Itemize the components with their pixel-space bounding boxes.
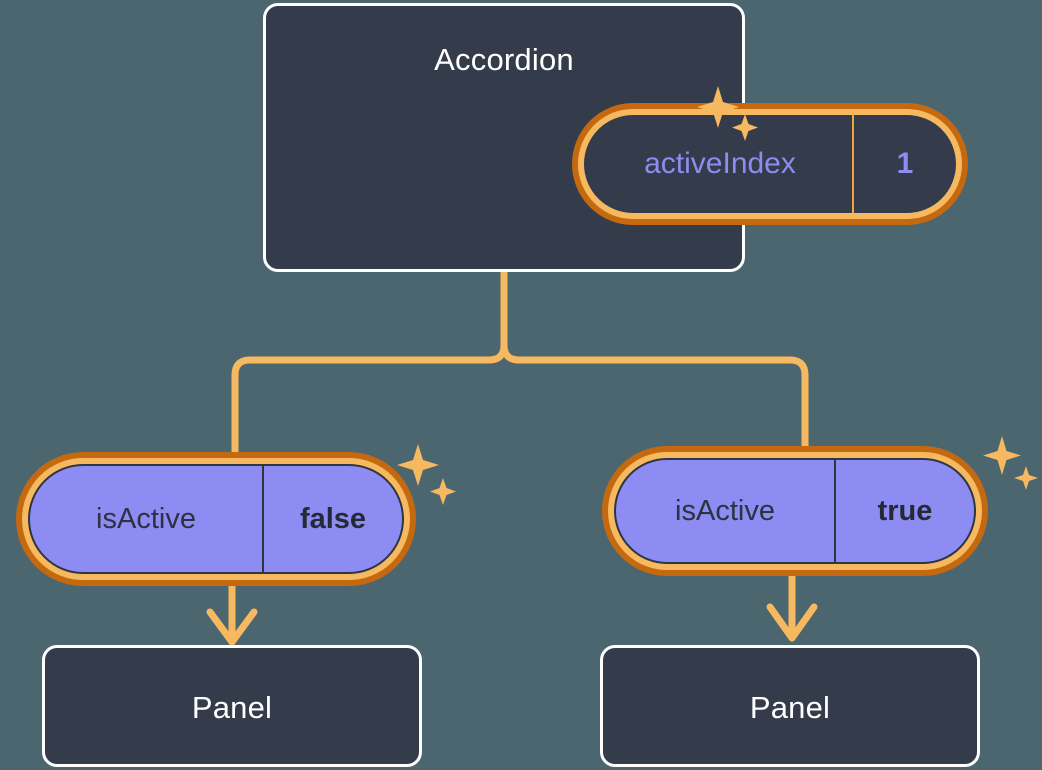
sparkles-icon: [397, 444, 456, 505]
panel-title-right: Panel: [749, 690, 831, 725]
panel-component-box-left[interactable]: Panel: [42, 645, 422, 767]
state-pill-activeindex[interactable]: activeIndex 1: [572, 103, 968, 225]
accordion-component-box[interactable]: Accordion activeIndex 1: [263, 3, 968, 272]
pill-body: isActive true: [614, 458, 976, 564]
arrow-head-right-icon: [766, 603, 818, 642]
arrow-head-left-icon: [206, 608, 258, 646]
accordion-title: Accordion: [434, 42, 574, 77]
pill-inner-ring: activeIndex 1: [578, 109, 962, 219]
state-value-isactive-left: false: [262, 466, 402, 572]
state-pill-isactive-false[interactable]: isActive false: [16, 452, 416, 586]
state-key-isactive-left: isActive: [96, 502, 196, 535]
pill-inner-ring: isActive true: [608, 452, 982, 570]
sparkles-icon: [697, 86, 758, 141]
state-key-activeindex: activeIndex: [644, 147, 796, 180]
state-value-isactive-right: true: [834, 460, 974, 562]
state-value-activeindex: 1: [852, 115, 956, 213]
pill-inner-ring: isActive false: [22, 458, 410, 580]
pill-body: isActive false: [28, 464, 404, 574]
pill-body: activeIndex 1: [584, 115, 956, 213]
panel-component-box-right[interactable]: Panel: [600, 645, 980, 767]
sparkles-icon: [983, 436, 1038, 490]
panel-title-left: Panel: [191, 690, 273, 725]
state-pill-isactive-true[interactable]: isActive true: [602, 446, 988, 576]
state-key-isactive-right: isActive: [675, 494, 775, 527]
connector-root-to-right: [500, 268, 809, 466]
